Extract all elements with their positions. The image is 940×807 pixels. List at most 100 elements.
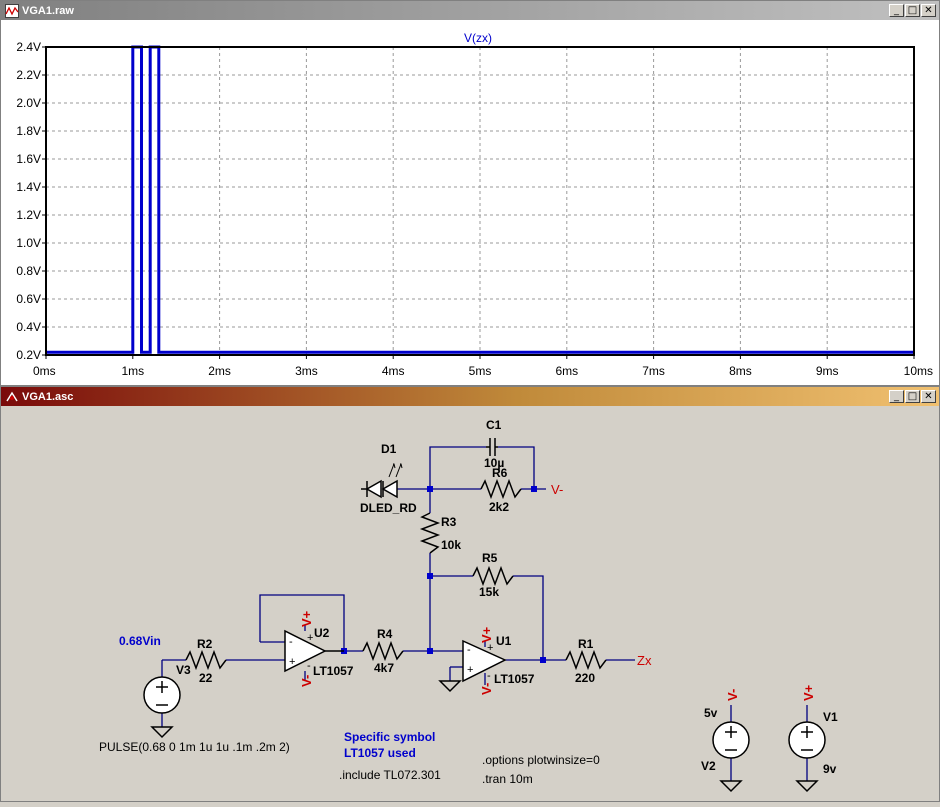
plot-close-button[interactable]: ✕ <box>921 4 936 17</box>
u2-supply-plus-sign: + <box>307 632 313 644</box>
net-label-vminus-r6[interactable]: V- <box>551 482 563 497</box>
v3-ref[interactable]: V3 <box>176 663 191 677</box>
x-tick-label: 8ms <box>729 364 752 378</box>
u2-ref[interactable]: U2 <box>314 626 330 640</box>
schematic-icon <box>6 391 18 401</box>
c1-value[interactable]: 10µ <box>484 456 504 470</box>
x-tick-label: 1ms <box>121 364 144 378</box>
net-label-vplus-u1[interactable]: V+ <box>479 626 494 643</box>
schematic-drawing[interactable]: - + + - - + + - D1 DLED_RD C1 10µ R6 2k2… <box>1 406 939 802</box>
r5-value[interactable]: 15k <box>479 585 499 599</box>
v2-ref[interactable]: V2 <box>701 759 716 773</box>
net-label-vplus-u2[interactable]: V+ <box>299 610 314 627</box>
y-tick-label: 1.8V <box>16 124 41 138</box>
ground-v2 <box>719 780 743 793</box>
y-tick-label: 1.6V <box>16 152 41 166</box>
net-label-zx[interactable]: Zx <box>637 653 652 668</box>
r3-ref[interactable]: R3 <box>441 515 457 529</box>
resistor-r2[interactable] <box>185 649 227 671</box>
resistor-r4[interactable] <box>362 640 404 662</box>
ground-v3 <box>150 726 174 739</box>
d1-ref[interactable]: D1 <box>381 442 397 456</box>
comment-vin[interactable]: 0.68Vin <box>119 634 161 648</box>
v1-ref[interactable]: V1 <box>823 710 838 724</box>
resistor-r1[interactable] <box>565 649 607 671</box>
r2-ref[interactable]: R2 <box>197 637 213 651</box>
x-tick-label: 4ms <box>382 364 405 378</box>
y-tick-label: 0.2V <box>16 348 41 362</box>
v1-value[interactable]: 9v <box>823 762 837 776</box>
x-tick-label: 2ms <box>208 364 231 378</box>
plot-frame <box>45 46 915 356</box>
voltage-source-v3[interactable] <box>143 676 181 714</box>
voltage-source-v1[interactable] <box>788 721 826 759</box>
r4-value[interactable]: 4k7 <box>374 661 394 675</box>
r4-ref[interactable]: R4 <box>377 627 393 641</box>
directive-options[interactable]: .options plotwinsize=0 <box>482 753 600 767</box>
r6-ref[interactable]: R6 <box>492 466 508 480</box>
y-tick-label: 1.4V <box>16 180 41 194</box>
directive-tran[interactable]: .tran 10m <box>482 772 533 786</box>
u2-value[interactable]: LT1057 <box>313 664 354 678</box>
u2-supply-minus-sign: - <box>307 660 311 672</box>
opamp-u1[interactable] <box>462 639 507 683</box>
schematic-maximize-button[interactable]: □ <box>905 390 920 403</box>
u1-value[interactable]: LT1057 <box>494 672 535 686</box>
resistor-r5[interactable] <box>472 565 514 587</box>
plot-maximize-button[interactable]: □ <box>905 4 920 17</box>
plot-minimize-button[interactable]: _ <box>889 4 904 17</box>
schematic-canvas[interactable]: - + + - - + + - D1 DLED_RD C1 10µ R6 2k2… <box>1 406 939 801</box>
plot-window-title: VGA1.raw <box>22 4 74 17</box>
x-tick-label: 10ms <box>904 364 933 378</box>
schematic-window-titlebar[interactable]: VGA1.asc _ □ ✕ <box>1 387 939 406</box>
net-label-vminus-u2[interactable]: V- <box>299 675 314 687</box>
x-tick-label: 7ms <box>642 364 665 378</box>
comment-symbol-line1[interactable]: Specific symbol <box>344 730 435 744</box>
net-label-vplus-v1[interactable]: V+ <box>801 684 816 701</box>
r2-value[interactable]: 22 <box>199 671 213 685</box>
v3-value[interactable]: PULSE(0.68 0 1m 1u 1u .1m .2m 2) <box>99 740 290 754</box>
x-tick-label: 0ms <box>33 364 56 378</box>
r3-value[interactable]: 10k <box>441 538 461 552</box>
led-d1[interactable] <box>361 463 403 499</box>
voltage-source-v2[interactable] <box>712 721 750 759</box>
net-label-vminus-v2[interactable]: V- <box>725 689 740 701</box>
opamp-u2[interactable] <box>284 629 344 673</box>
schematic-close-button[interactable]: ✕ <box>921 390 936 403</box>
comment-symbol-line2[interactable]: LT1057 used <box>344 746 416 760</box>
schematic-window-title: VGA1.asc <box>22 390 74 403</box>
capacitor-c1[interactable] <box>486 438 498 456</box>
r6-value[interactable]: 2k2 <box>489 500 509 514</box>
y-tick-label: 0.4V <box>16 320 41 334</box>
y-tick-label: 1.2V <box>16 208 41 222</box>
resistor-r3[interactable] <box>419 512 441 554</box>
net-label-vminus-u1[interactable]: V- <box>479 683 494 695</box>
v2-value[interactable]: 5v <box>704 706 718 720</box>
y-tick-label: 2.4V <box>16 40 41 54</box>
resistor-r6[interactable] <box>480 478 522 500</box>
u1-supply-minus-sign: - <box>487 670 491 682</box>
plot-window-titlebar[interactable]: VGA1.raw _ □ ✕ <box>1 1 939 20</box>
u1-ref[interactable]: U1 <box>496 634 512 648</box>
r5-ref[interactable]: R5 <box>482 551 498 565</box>
r1-ref[interactable]: R1 <box>578 637 594 651</box>
x-tick-label: 9ms <box>816 364 839 378</box>
x-tick-label: 5ms <box>469 364 492 378</box>
schematic-minimize-button[interactable]: _ <box>889 390 904 403</box>
y-tick-label: 0.6V <box>16 292 41 306</box>
c1-ref[interactable]: C1 <box>486 418 502 432</box>
d1-value[interactable]: DLED_RD <box>360 501 417 515</box>
y-tick-label: 2.2V <box>16 68 41 82</box>
u2-inverting-sign: - <box>289 636 293 648</box>
r1-value[interactable]: 220 <box>575 671 595 685</box>
directive-include[interactable]: .include TL072.301 <box>339 768 441 782</box>
wires[interactable] <box>161 446 808 781</box>
trace-title[interactable]: V(zx) <box>464 31 492 45</box>
u1-noninverting-sign: + <box>467 664 473 676</box>
x-tick-label: 6ms <box>555 364 578 378</box>
schematic-window[interactable]: VGA1.asc _ □ ✕ <box>0 386 940 802</box>
trace-vzx[interactable] <box>46 45 914 354</box>
